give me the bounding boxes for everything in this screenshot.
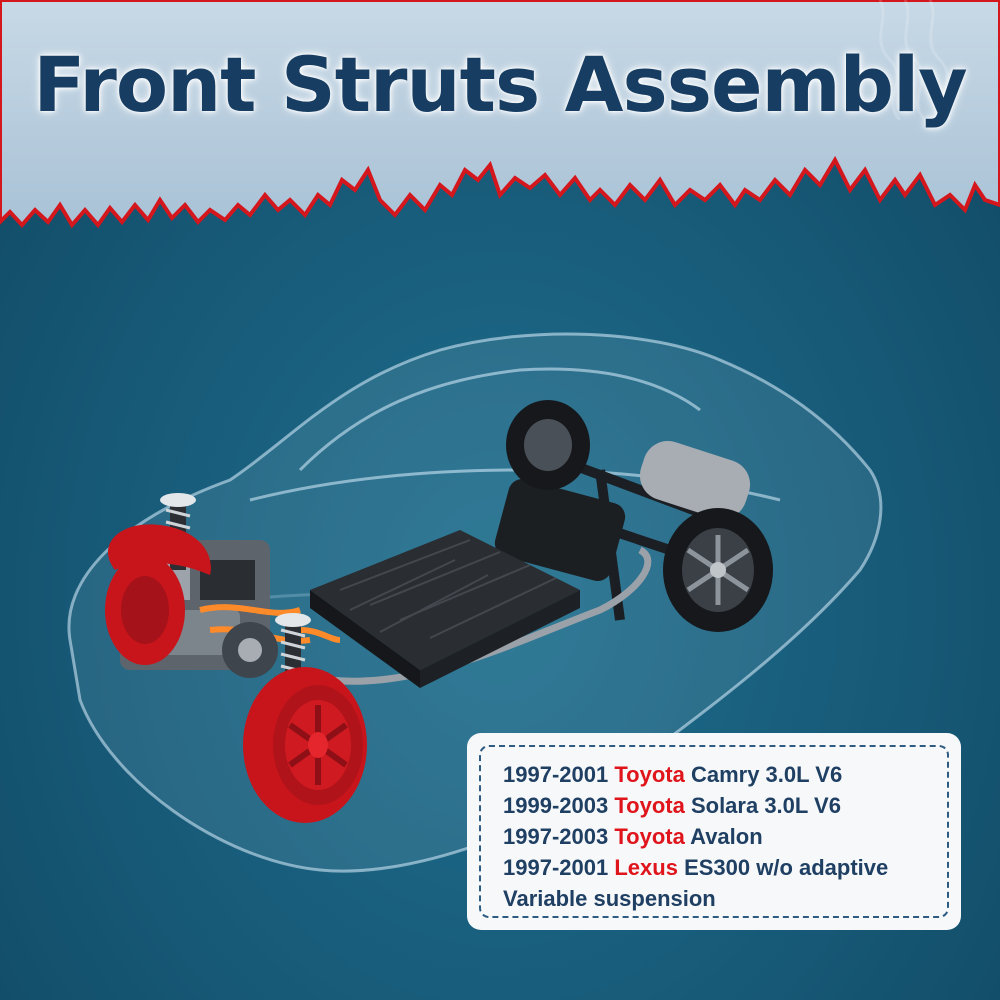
compatibility-item: 1997-2001 Lexus ES300 w/o adaptive [503,852,888,883]
compatibility-brand: Toyota [614,762,685,787]
compatibility-card: 1997-2001 Toyota Camry 3.0L V6 1999-2003… [467,733,961,930]
compatibility-note: Variable suspension [503,886,716,911]
front-right-wheel-highlighted [243,667,367,823]
compatibility-brand: Toyota [614,824,685,849]
compatibility-item: 1997-2001 Toyota Camry 3.0L V6 [503,759,888,790]
compatibility-years: 1997-2001 [503,855,609,880]
compatibility-model: ES300 w/o adaptive [684,855,889,880]
car-chassis-illustration [67,332,883,873]
compatibility-item: 1997-2003 Toyota Avalon [503,821,888,852]
header-background [0,0,1000,229]
compatibility-years: 1999-2003 [503,793,609,818]
compatibility-years: 1997-2003 [503,824,609,849]
rear-muffler [639,440,751,520]
exhaust-pipe [329,546,652,685]
compatibility-model: Avalon [690,824,763,849]
compatibility-years: 1997-2001 [503,762,609,787]
fuel-tank [494,478,626,582]
compatibility-model: Camry 3.0L V6 [690,762,843,787]
rear-left-wheel [506,400,590,490]
battery-pack [310,530,580,688]
front-left-wheel-highlighted [105,524,211,665]
compatibility-brand: Toyota [614,793,685,818]
compatibility-brand: Lexus [614,855,678,880]
rear-right-wheel [663,508,773,632]
compatibility-item: 1999-2003 Toyota Solara 3.0L V6 [503,790,888,821]
compatibility-card-border [479,745,949,918]
compatibility-list: 1997-2001 Toyota Camry 3.0L V6 1999-2003… [503,759,888,914]
page-title: Front Struts Assembly [33,40,967,129]
compatibility-model: Solara 3.0L V6 [690,793,841,818]
